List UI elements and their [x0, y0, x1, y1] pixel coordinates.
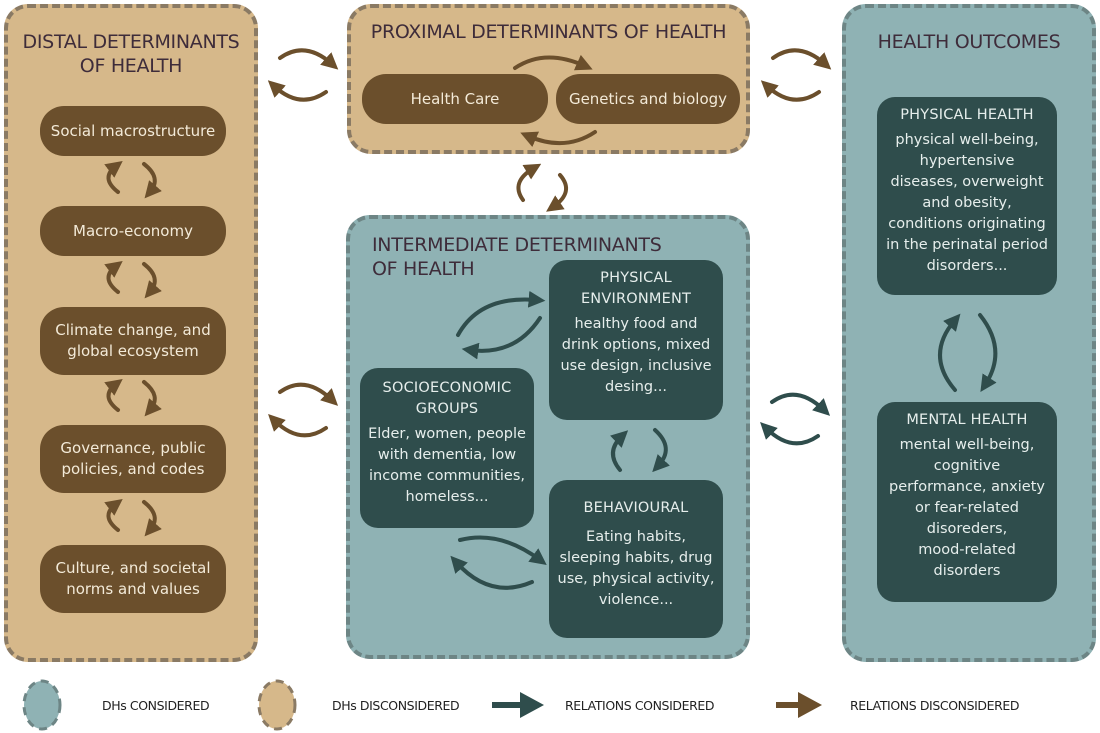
pill-label-line2: policies, and codes	[61, 460, 205, 478]
pill-label-line1: Culture, and societal	[55, 559, 211, 577]
body-line: cognitive	[933, 458, 1001, 474]
body-line: with dementia, low	[377, 447, 517, 463]
cycle-arrow-icon	[770, 392, 831, 416]
distal-item-social-macrostructure: Social macrostructure	[40, 106, 226, 156]
socioeconomic-groups-box: SOCIOECONOMIC GROUPS Elder, women, people…	[360, 368, 534, 528]
body-line: homeless...	[405, 489, 489, 505]
body-line: Elder, women, people	[368, 426, 526, 442]
distal-item-macro-economy: Macro-economy	[40, 206, 226, 256]
pill-label-line2: norms and values	[66, 580, 200, 598]
cycle-arrow-icon	[771, 48, 832, 70]
legend-dhs-considered: DHs CONSIDERED	[102, 698, 210, 713]
body-line: hypertensive	[919, 153, 1015, 169]
head-line1: SOCIOECONOMIC	[382, 380, 512, 396]
pill-label-line1: Governance, public	[60, 439, 206, 457]
legend-disconsidered-swatch	[257, 679, 297, 731]
socioeconomic-head: SOCIOECONOMIC GROUPS	[366, 378, 528, 420]
body-line: desing...	[605, 379, 667, 395]
physical-environment-box: PHYSICAL ENVIRONMENT healthy food and dri…	[549, 260, 723, 420]
body-line: income communities,	[368, 468, 526, 484]
pill-label-line1: Climate change, and	[55, 321, 211, 339]
proximal-item-genetics-biology: Genetics and biology	[556, 74, 740, 124]
intermediate-title-line1: INTERMEDIATE DETERMINANTS	[372, 234, 662, 256]
body-line: and obesity,	[922, 195, 1012, 211]
legend-considered-swatch	[22, 679, 62, 731]
pill-label-line2: global ecosystem	[67, 342, 199, 360]
cycle-arrow-icon	[760, 422, 820, 446]
pill-label: Health Care	[410, 89, 500, 108]
intermediate-title-line2: OF HEALTH	[372, 258, 475, 280]
body-line: mood-related	[918, 542, 1016, 558]
physical-health-head: PHYSICAL HEALTH	[900, 107, 1034, 123]
head-line2: GROUPS	[415, 401, 479, 417]
legend-dhs-disconsidered: DHs DISCONSIDERED	[332, 698, 460, 713]
legend-relations-considered-arrow-icon	[492, 692, 544, 718]
legend-relations-disconsidered: RELATIONS DISCONSIDERED	[850, 698, 1020, 713]
body-line: use design, inclusive	[560, 358, 712, 374]
body-line: physical well-being,	[895, 132, 1039, 148]
cycle-arrow-icon	[760, 80, 821, 102]
distal-item-culture: Culture, and societal norms and values	[40, 545, 226, 613]
legend-relations-disconsidered-arrow-icon	[776, 692, 822, 718]
legend-relations-considered: RELATIONS CONSIDERED	[565, 698, 715, 713]
intermediate-title: INTERMEDIATE DETERMINANTS OF HEALTH	[372, 233, 662, 281]
cycle-arrow-icon	[267, 80, 328, 102]
cycle-arrow-icon	[546, 173, 569, 212]
outcomes-title: HEALTH OUTCOMES	[877, 31, 1061, 53]
body-line: disorders...	[926, 258, 1008, 274]
cycle-arrow-icon	[268, 414, 328, 438]
mental-health-box: MENTAL HEALTH mental well-being, cogniti…	[877, 402, 1057, 602]
pill-label: Genetics and biology	[568, 89, 728, 108]
pill-label: Macro-economy	[73, 221, 193, 240]
proximal-title: PROXIMAL DETERMINANTS OF HEALTH	[370, 21, 727, 43]
behavioural-box: BEHAVIOURAL Eating habits, sleeping habi…	[549, 480, 723, 638]
body-line: in the perinatal period	[886, 237, 1048, 253]
distal-item-climate-change: Climate change, and global ecosystem	[40, 307, 226, 375]
body-line: disorders	[933, 563, 1001, 579]
distal-item-governance: Governance, public policies, and codes	[40, 425, 226, 493]
physical-health-box: PHYSICAL HEALTH physical well-being, hyp…	[877, 97, 1057, 295]
body-line: diseases, overweight	[890, 174, 1044, 190]
body-line: conditions originating	[888, 216, 1046, 232]
body-line: Eating habits,	[586, 529, 686, 545]
body-line: disoreders,	[926, 521, 1008, 537]
body-line: sleeping habits, drug	[559, 550, 713, 566]
head-line2: ENVIRONMENT	[580, 291, 692, 307]
proximal-item-health-care: Health Care	[362, 74, 548, 124]
body-line: drink options, mixed	[561, 337, 711, 353]
distal-title-line2: OF HEALTH	[79, 55, 183, 77]
distal-title-line1: DISTAL DETERMINANTS	[22, 31, 240, 53]
cycle-arrow-icon	[278, 382, 339, 406]
body-line: healthy food and	[574, 316, 698, 332]
physical-environment-head: PHYSICAL ENVIRONMENT	[555, 268, 717, 310]
distal-title: DISTAL DETERMINANTS OF HEALTH	[8, 30, 254, 78]
cycle-arrow-icon	[278, 48, 339, 70]
pill-label: Social macrostructure	[50, 121, 216, 140]
head-line1: PHYSICAL	[600, 270, 672, 286]
behavioural-head: BEHAVIOURAL	[583, 500, 689, 516]
mental-health-head: MENTAL HEALTH	[906, 412, 1028, 428]
body-line: mental well-being,	[899, 437, 1035, 453]
cycle-arrow-icon	[516, 163, 542, 202]
body-line: use, physical activity,	[557, 571, 715, 587]
body-line: or fear-related	[915, 500, 1019, 516]
body-line: performance, anxiety	[889, 479, 1045, 495]
body-line: violence...	[598, 592, 674, 608]
